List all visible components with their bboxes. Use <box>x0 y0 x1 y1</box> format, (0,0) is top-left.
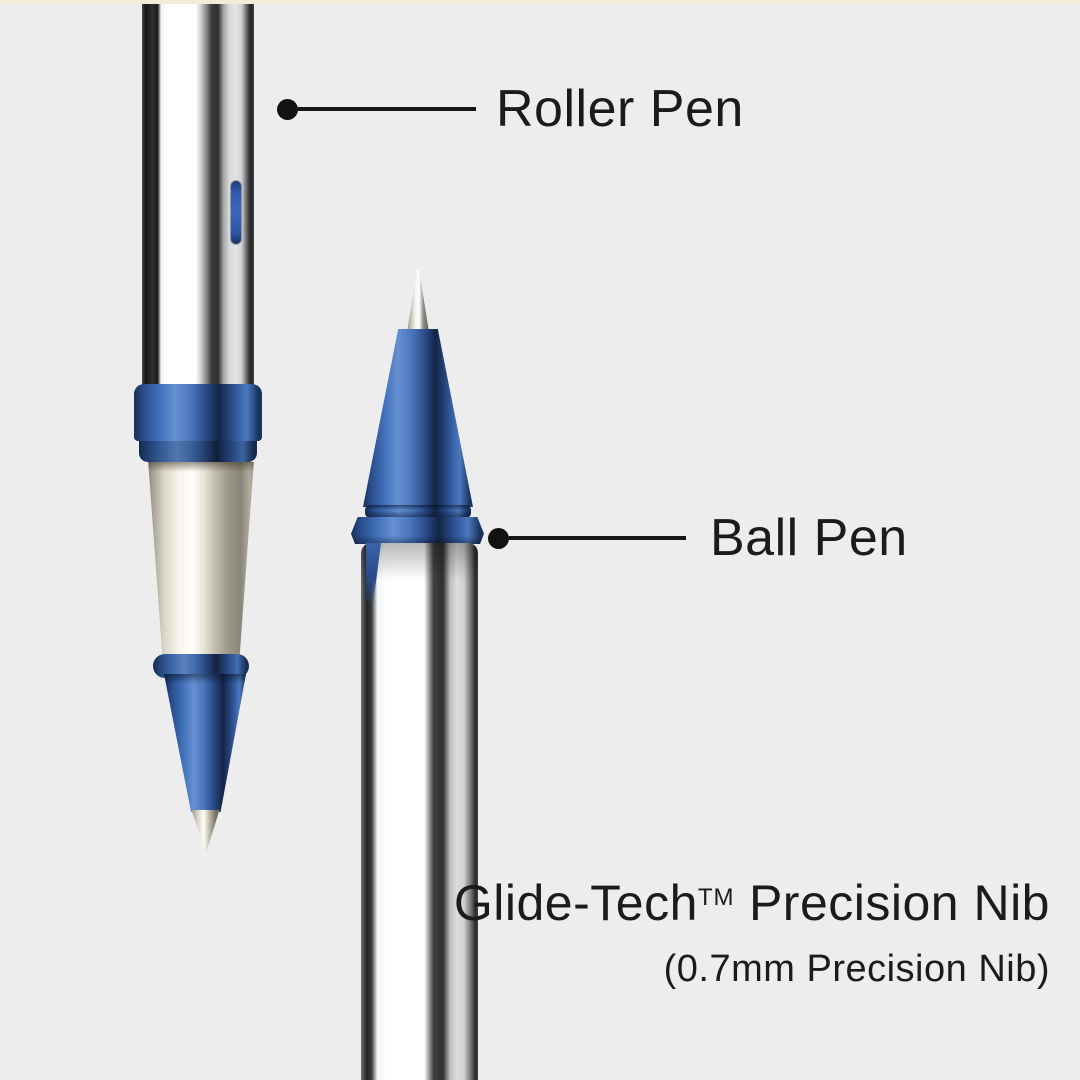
ball-pen-label: Ball Pen <box>710 509 908 567</box>
callout-dot <box>488 527 509 549</box>
callout-roller-pen: Roller Pen <box>277 80 744 138</box>
callout-leader-line <box>298 107 476 111</box>
caption-block: Glide-TechTM Precision Nib (0.7mm Precis… <box>454 874 1050 991</box>
ball-pen-flare-band <box>351 517 484 544</box>
ball-pen-groove-ring <box>365 505 471 518</box>
caption-title: Glide-TechTM Precision Nib <box>454 874 1050 932</box>
caption-subtitle: (0.7mm Precision Nib) <box>663 948 1050 990</box>
ball-pen-needle-tip <box>407 270 429 332</box>
roller-pen-label: Roller Pen <box>496 80 744 138</box>
roller-pen-writing-tip <box>191 810 220 853</box>
ball-pen-blue-cone <box>363 329 473 507</box>
roller-pen-ink-window <box>231 181 241 244</box>
roller-pen-grip <box>148 462 254 658</box>
roller-pen-blue-collar <box>134 384 262 441</box>
trademark-superscript: TM <box>697 884 735 912</box>
callout-dot <box>277 98 298 120</box>
caption-title-suffix: Precision Nib <box>734 875 1050 931</box>
roller-pen-collar-step <box>139 441 257 462</box>
roller-pen-tip-cone <box>164 674 246 812</box>
callout-leader-line <box>509 536 686 540</box>
top-accent-band <box>0 0 1080 4</box>
caption-title-prefix: Glide-Tech <box>453 875 698 931</box>
callout-ball-pen: Ball Pen <box>488 509 908 567</box>
ball-pen-barrel <box>361 543 478 1080</box>
